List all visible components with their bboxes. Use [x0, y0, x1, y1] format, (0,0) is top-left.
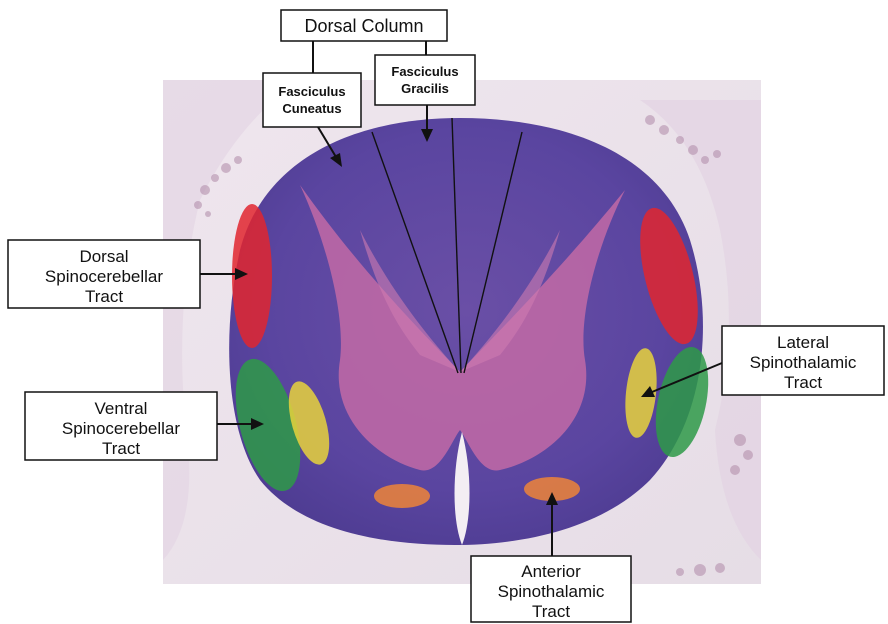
anterior-spinothalamic-line-3: Tract — [532, 602, 570, 621]
dorsal-spinocerebellar-line-1: Dorsal — [79, 247, 128, 266]
fasciculus-gracilis-line-2: Gracilis — [401, 81, 449, 96]
fasciculus-cuneatus-line-1: Fasciculus — [278, 84, 345, 99]
dorsal-spinocerebellar-line-3: Tract — [85, 287, 123, 306]
dorsal-spinocerebellar-label: Dorsal Spinocerebellar Tract — [8, 240, 200, 308]
fasciculus-cuneatus-label: Fasciculus Cuneatus — [263, 73, 361, 127]
fasciculus-cuneatus-line-2: Cuneatus — [282, 101, 341, 116]
dorsal-column-label-text: Dorsal Column — [304, 16, 423, 36]
lateral-spinothalamic-line-2: Spinothalamic — [750, 353, 857, 372]
ventral-spinocerebellar-line-3: Tract — [102, 439, 140, 458]
lateral-spinothalamic-label: Lateral Spinothalamic Tract — [722, 326, 884, 395]
ventral-spinocerebellar-line-1: Ventral — [95, 399, 148, 418]
ventral-spinocerebellar-line-2: Spinocerebellar — [62, 419, 180, 438]
dorsal-spinocerebellar-line-2: Spinocerebellar — [45, 267, 163, 286]
ventral-spinocerebellar-label: Ventral Spinocerebellar Tract — [25, 392, 217, 460]
dorsal-column-label: Dorsal Column — [281, 10, 447, 41]
lateral-spinothalamic-line-3: Tract — [784, 373, 822, 392]
anterior-spinothalamic-tract-left — [374, 484, 430, 508]
anterior-spinothalamic-label: Anterior Spinothalamic Tract — [471, 556, 631, 622]
anterior-spinothalamic-line-1: Anterior — [521, 562, 581, 581]
anterior-spinothalamic-line-2: Spinothalamic — [498, 582, 605, 601]
lateral-spinothalamic-line-1: Lateral — [777, 333, 829, 352]
fasciculus-gracilis-label: Fasciculus Gracilis — [375, 55, 475, 105]
fasciculus-gracilis-line-1: Fasciculus — [391, 64, 458, 79]
